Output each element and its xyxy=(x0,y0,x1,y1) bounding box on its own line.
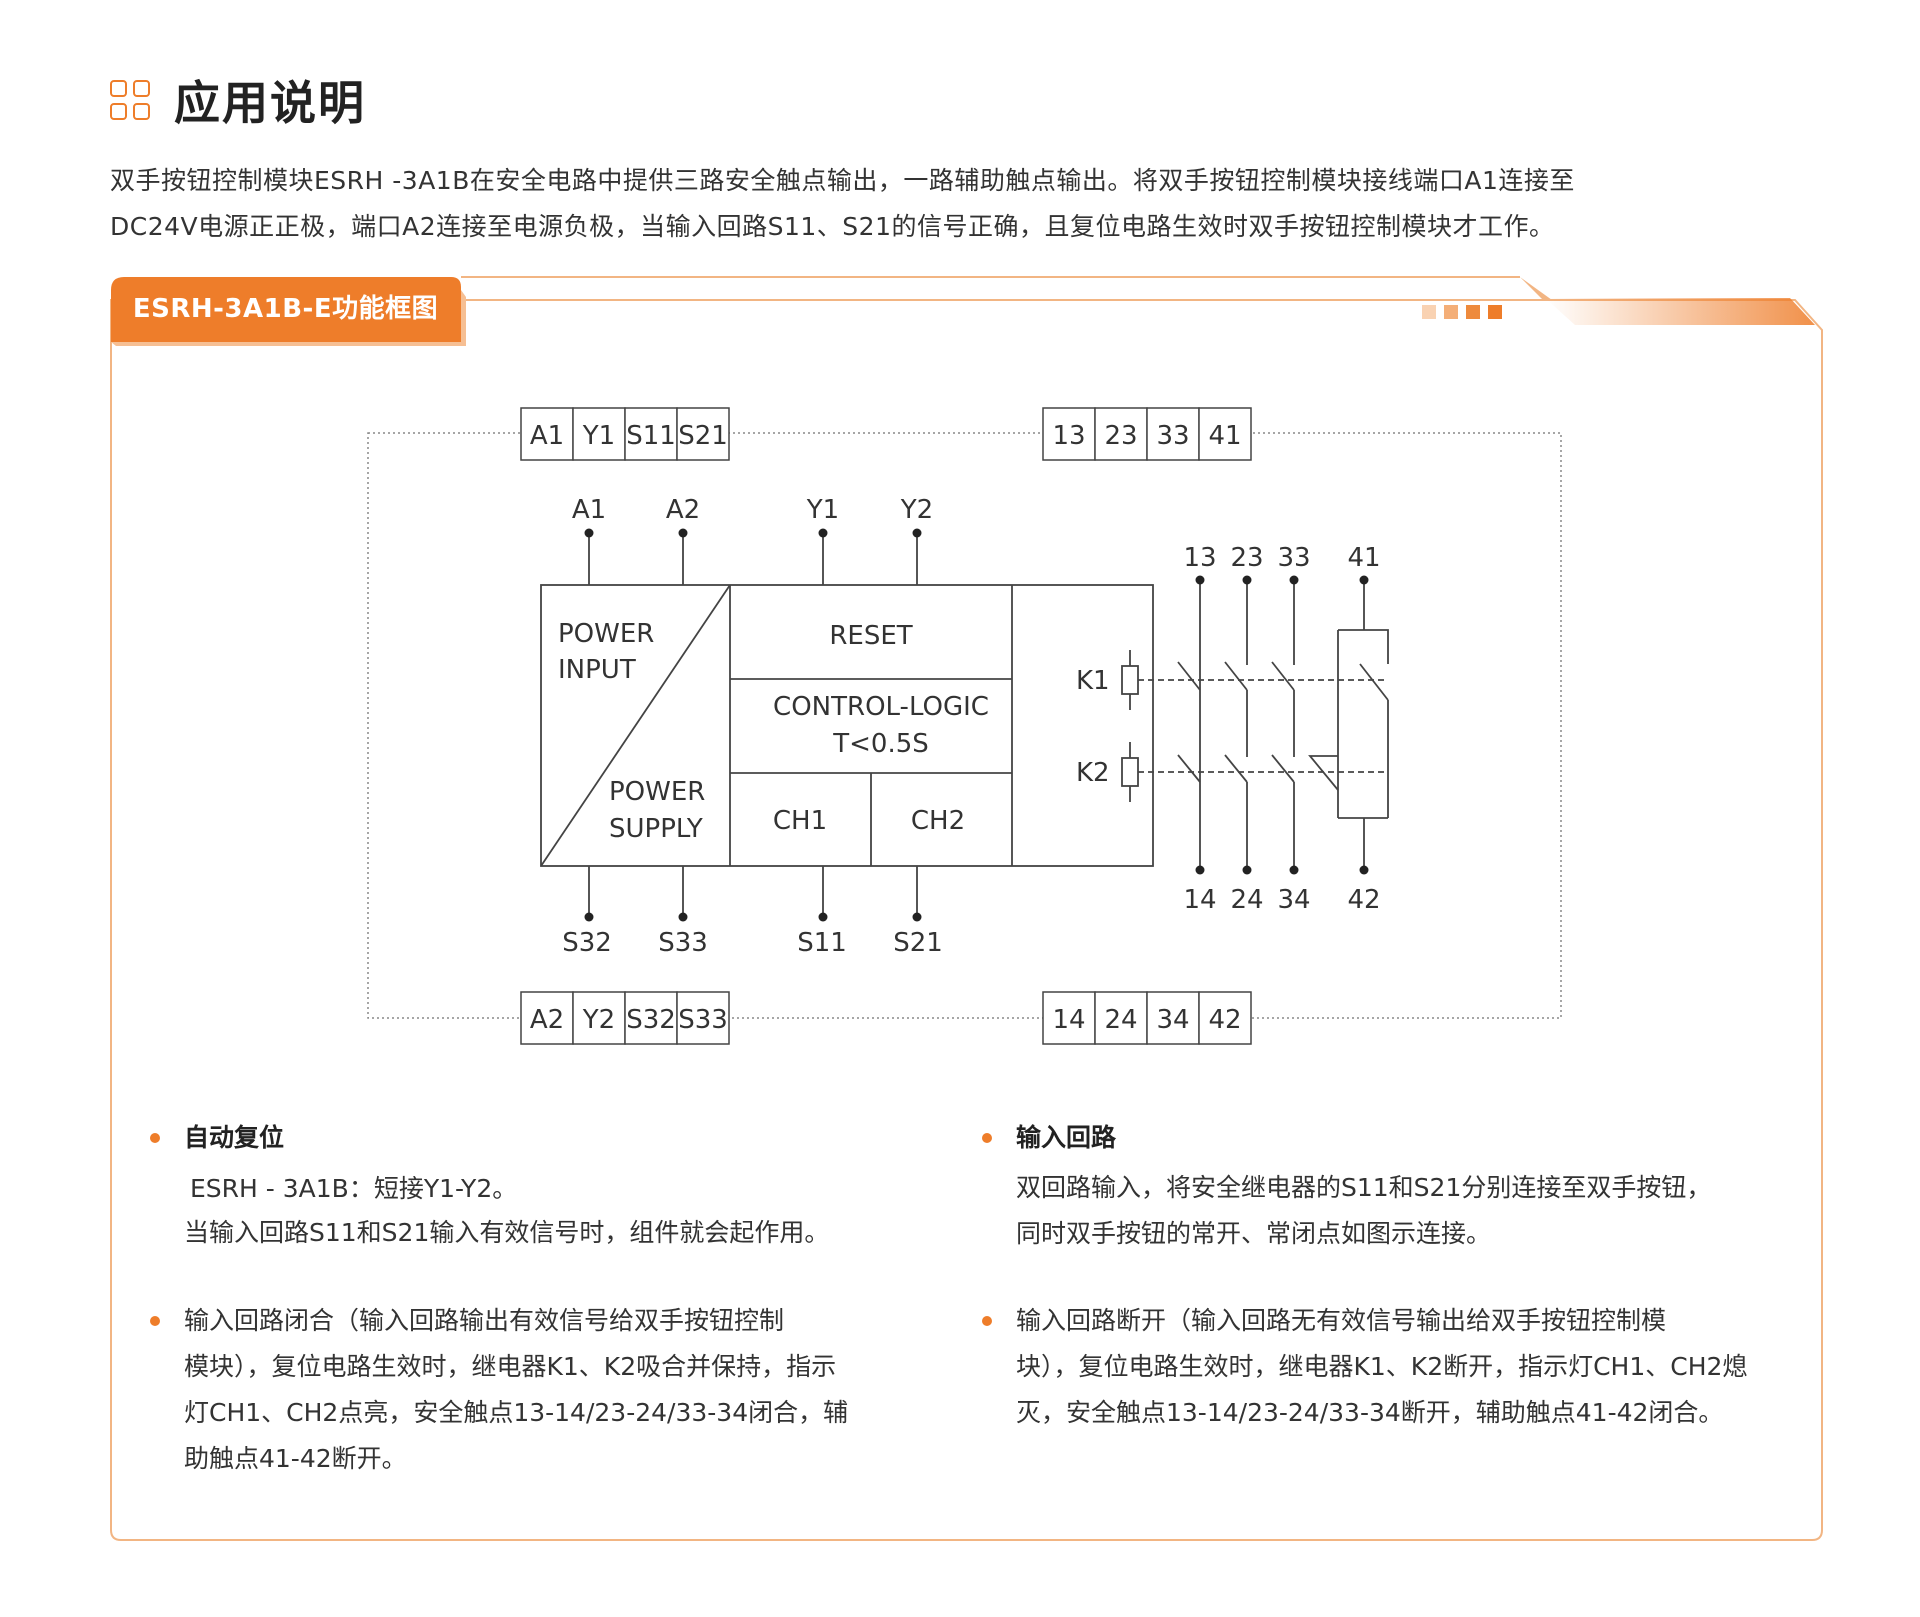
term-bot-14: 14 xyxy=(1052,1005,1085,1035)
bullet-dot-icon xyxy=(982,1316,992,1326)
term-box-top-4 xyxy=(676,407,730,461)
term-top-41: 41 xyxy=(1208,421,1241,451)
main-block xyxy=(540,584,1154,867)
intro-line-2: DC24V电源正正极，端口A2连接至电源负极，当输入回路S11、S21的信号正确… xyxy=(110,212,1555,241)
section-title: 自动复位 xyxy=(184,1123,285,1152)
term-bot-A2: A2 xyxy=(530,1005,564,1035)
label-reset: RESET xyxy=(829,621,912,651)
term-box-top-8 xyxy=(1198,407,1252,461)
relay-coil-k2 xyxy=(1121,757,1139,787)
term-top-23: 23 xyxy=(1104,421,1137,451)
input-circuit-line-1: 双回路输入，将安全继电器的S11和S21分别连接至双手按钮， xyxy=(1016,1173,1712,1202)
pin-top-Y2: Y2 xyxy=(900,495,933,525)
relay-coil-k1 xyxy=(1121,665,1139,695)
term-top-33: 33 xyxy=(1156,421,1189,451)
input-circuit-line-2: 同时双手按钮的常开、常闭点如图示连接。 xyxy=(1016,1219,1492,1248)
term-bot-S33: S33 xyxy=(678,1005,728,1035)
term-top-Y1: Y1 xyxy=(582,421,615,451)
term-bot-42: 42 xyxy=(1208,1005,1241,1035)
contact-top-13: 13 xyxy=(1183,543,1216,573)
term-box-bot-1 xyxy=(520,991,574,1045)
open-line-1: 输入回路断开（输入回路无有效信号输出给双手按钮控制模 xyxy=(1016,1306,1667,1335)
term-box-bot-7 xyxy=(1146,991,1200,1045)
contact-top-23: 23 xyxy=(1230,543,1263,573)
closed-line-4: 助触点41-42断开。 xyxy=(184,1444,407,1473)
contact-top-33: 33 xyxy=(1277,543,1310,573)
enclosure-dotted xyxy=(367,432,1562,1019)
section-body: 双回路输入，将安全继电器的S11和S21分别连接至双手按钮， 同时双手按钮的常开… xyxy=(1016,1165,1711,1257)
label-power-input-2: INPUT xyxy=(558,655,636,685)
closed-line-2: 模块），复位电路生效时，继电器K1、K2吸合并保持，指示 xyxy=(184,1352,837,1381)
term-box-bot-5 xyxy=(1042,991,1096,1045)
pin-bot-S21: S21 xyxy=(893,928,943,958)
contact-top-41: 41 xyxy=(1347,543,1380,573)
term-box-bot-8 xyxy=(1198,991,1252,1045)
term-bot-Y2: Y2 xyxy=(582,1005,615,1035)
section-body: 输入回路断开（输入回路无有效信号输出给双手按钮控制模 块），复位电路生效时，继电… xyxy=(1016,1298,1747,1436)
label-power-supply-2: SUPPLY xyxy=(609,814,703,844)
label-k1: K1 xyxy=(1076,666,1110,696)
auto-reset-line-1: ESRH - 3A1B：短接Y1-Y2。 xyxy=(190,1174,518,1203)
page-header: 应用说明 xyxy=(110,70,366,130)
page-title: 应用说明 xyxy=(174,76,366,130)
label-control-logic: CONTROL-LOGIC xyxy=(773,692,989,722)
label-ch2: CH2 xyxy=(911,806,965,836)
section-title: 输入回路 xyxy=(1016,1123,1117,1152)
contact-bot-42: 42 xyxy=(1347,885,1380,915)
section-auto-reset: 自动复位 ESRH - 3A1B：短接Y1-Y2。 当输入回路S11和S21输入… xyxy=(150,1115,910,1247)
closed-line-1: 输入回路闭合（输入回路输出有效信号给双手按钮控制 xyxy=(184,1306,785,1335)
label-ch1: CH1 xyxy=(773,806,827,836)
contact-bot-24: 24 xyxy=(1230,885,1263,915)
term-box-bot-4 xyxy=(676,991,730,1045)
bullet-dot-icon xyxy=(150,1316,160,1326)
label-power-input-1: POWER xyxy=(558,619,654,649)
section-circuit-open: 输入回路断开（输入回路无有效信号输出给双手按钮控制模 块），复位电路生效时，继电… xyxy=(982,1298,1802,1448)
grid-icon xyxy=(110,80,150,120)
section-body: ESRH - 3A1B：短接Y1-Y2。 当输入回路S11和S21输入有效信号时… xyxy=(184,1167,829,1255)
pin-bot-S33: S33 xyxy=(658,928,708,958)
section-input-circuit: 输入回路 双回路输入，将安全继电器的S11和S21分别连接至双手按钮， 同时双手… xyxy=(982,1115,1782,1255)
power-diagonal xyxy=(540,584,731,867)
open-line-3: 灭，安全触点13-14/23-24/33-34断开，辅助触点41-42闭合。 xyxy=(1016,1398,1724,1427)
pin-top-A1: A1 xyxy=(572,495,606,525)
term-top-A1: A1 xyxy=(530,421,564,451)
label-logic-time: T<0.5S xyxy=(832,729,929,759)
panel-tab-label: ESRH-3A1B-E功能框图 xyxy=(132,294,439,324)
label-power-supply-1: POWER xyxy=(609,777,705,807)
contact-bot-34: 34 xyxy=(1277,885,1310,915)
bullet-dot-icon xyxy=(150,1133,160,1143)
intro-paragraph: 双手按钮控制模块ESRH -3A1B在安全电路中提供三路安全触点输出，一路辅助触… xyxy=(110,158,1830,250)
intro-line-1: 双手按钮控制模块ESRH -3A1B在安全电路中提供三路安全触点输出，一路辅助触… xyxy=(110,166,1575,195)
pin-bot-S11: S11 xyxy=(797,928,847,958)
contact-bot-14: 14 xyxy=(1183,885,1216,915)
pin-top-Y1: Y1 xyxy=(806,495,839,525)
term-box-bot-2 xyxy=(572,991,626,1045)
term-top-S11: S11 xyxy=(626,421,676,451)
term-box-top-3 xyxy=(624,407,678,461)
term-box-top-5 xyxy=(1042,407,1096,461)
closed-line-3: 灯CH1、CH2点亮，安全触点13-14/23-24/33-34闭合，辅 xyxy=(184,1398,849,1427)
term-box-top-1 xyxy=(520,407,574,461)
term-bot-34: 34 xyxy=(1156,1005,1189,1035)
section-circuit-closed: 输入回路闭合（输入回路输出有效信号给双手按钮控制 模块），复位电路生效时，继电器… xyxy=(150,1298,930,1488)
open-line-2: 块），复位电路生效时，继电器K1、K2断开，指示灯CH1、CH2熄 xyxy=(1016,1352,1748,1381)
term-box-top-7 xyxy=(1146,407,1200,461)
pin-bot-S32: S32 xyxy=(562,928,612,958)
section-body: 输入回路闭合（输入回路输出有效信号给双手按钮控制 模块），复位电路生效时，继电器… xyxy=(184,1298,848,1482)
label-k2: K2 xyxy=(1076,758,1110,788)
term-box-bot-6 xyxy=(1094,991,1148,1045)
term-top-S21: S21 xyxy=(678,421,728,451)
auto-reset-line-2: 当输入回路S11和S21输入有效信号时，组件就会起作用。 xyxy=(184,1218,830,1247)
bullet-dot-icon xyxy=(982,1133,992,1143)
term-bot-24: 24 xyxy=(1104,1005,1137,1035)
term-bot-S32: S32 xyxy=(626,1005,676,1035)
pin-top-A2: A2 xyxy=(666,495,700,525)
term-top-13: 13 xyxy=(1052,421,1085,451)
